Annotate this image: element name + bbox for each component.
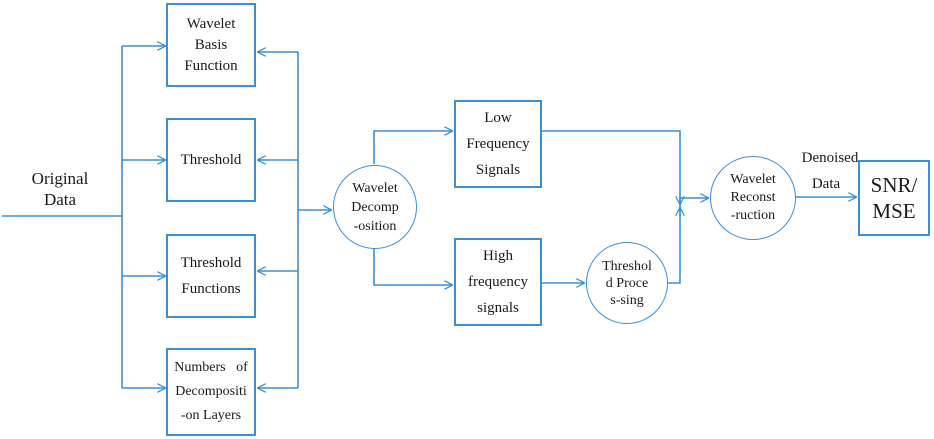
processing-to-merge — [666, 206, 681, 284]
snr-mse-box: SNR/ MSE — [858, 160, 930, 236]
wavelet-reconstruction-node: Wavelet Reconst -ruction — [710, 156, 796, 240]
wavelet-decomposition-node: Wavelet Decomp -osition — [333, 165, 417, 249]
low-to-merge — [542, 130, 681, 206]
input-label: Original Data — [31, 169, 89, 209]
decomposition-layers-box: Numbers of Decompositi -on Layers — [166, 348, 256, 436]
arrow-to-low — [373, 131, 452, 164]
high-frequency-signals-box: High frequency signals — [454, 238, 542, 326]
wavelet-basis-function-box: Wavelet Basis Function — [166, 3, 256, 87]
threshold-functions-box: Threshold Functions — [166, 234, 256, 318]
threshold-processing-node: Threshol d Proce s-sing — [586, 242, 668, 324]
data-label: Data — [811, 176, 841, 192]
threshold-box: Threshold — [166, 118, 256, 202]
arrow-to-high — [373, 248, 452, 285]
low-frequency-signals-box: Low Frequency Signals — [454, 100, 542, 188]
denoised-label: Denoised — [801, 150, 859, 166]
